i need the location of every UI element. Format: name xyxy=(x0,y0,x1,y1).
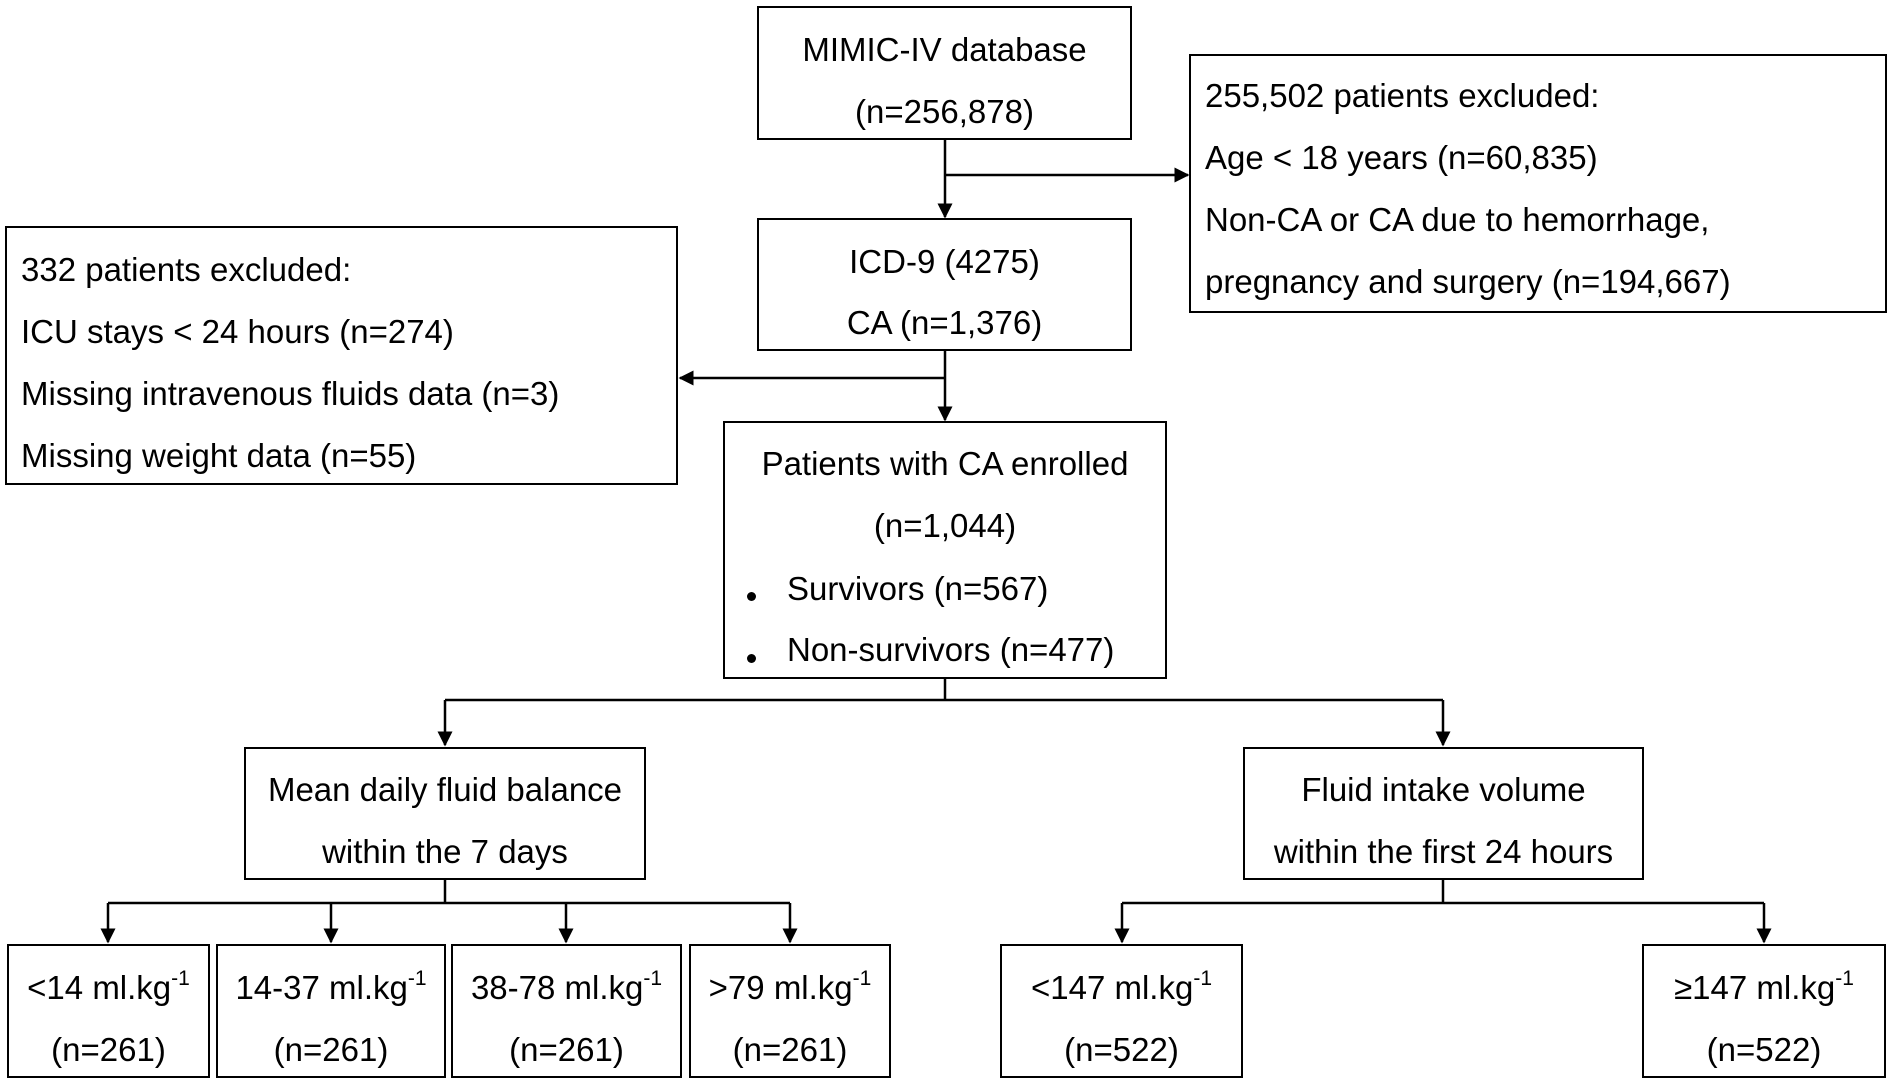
balance-group-count: (n=261) xyxy=(51,1031,166,1068)
exclusion2-box: 332 patients excluded: ICU stays < 24 ho… xyxy=(5,226,678,485)
enrolled-group: Non-survivors (n=477) xyxy=(787,631,1115,668)
balance-group-count: (n=261) xyxy=(732,1031,848,1068)
intake-group-range: <147 ml.kg-1 xyxy=(1030,967,1213,1006)
balance-group-count: (n=261) xyxy=(273,1031,389,1068)
source-count: (n=256,878) xyxy=(855,93,1034,130)
intake-line1: Fluid intake volume xyxy=(1301,771,1586,808)
exclusion1-box: 255,502 patients excluded: Age < 18 year… xyxy=(1189,54,1887,313)
intake-line2: within the first 24 hours xyxy=(1273,833,1614,870)
exclusion1-item: Age < 18 years (n=60,835) xyxy=(1205,139,1598,176)
intake-group-box: <147 ml.kg-1 (n=522) xyxy=(1000,944,1243,1078)
balance-line2: within the 7 days xyxy=(322,833,568,870)
source-title: MIMIC-IV database xyxy=(802,31,1087,68)
icd-code: ICD-9 (4275) xyxy=(849,243,1040,280)
source-box: MIMIC-IV database (n=256,878) xyxy=(757,6,1132,140)
balance-group-range: <14 ml.kg-1 xyxy=(27,967,190,1006)
balance-group-box: 14-37 ml.kg-1 (n=261) xyxy=(216,944,446,1078)
icd-count: CA (n=1,376) xyxy=(846,304,1043,341)
balance-group-box: <14 ml.kg-1 (n=261) xyxy=(7,944,210,1078)
enrolled-count: (n=1,044) xyxy=(873,507,1017,544)
enrolled-group: Survivors (n=567) xyxy=(787,570,1049,607)
intake-box: Fluid intake volume within the first 24 … xyxy=(1243,747,1644,880)
balance-group-range: >79 ml.kg-1 xyxy=(708,967,872,1006)
intake-group-box: ≥147 ml.kg-1 (n=522) xyxy=(1642,944,1886,1078)
balance-group-box: 38-78 ml.kg-1 (n=261) xyxy=(451,944,682,1078)
icd-box: ICD-9 (4275) CA (n=1,376) xyxy=(757,218,1132,351)
enrolled-box: Patients with CA enrolled (n=1,044) Surv… xyxy=(723,421,1167,679)
intake-group-range: ≥147 ml.kg-1 xyxy=(1674,967,1854,1006)
balance-line1: Mean daily fluid balance xyxy=(267,771,623,808)
exclusion2-item: Missing weight data (n=55) xyxy=(21,437,417,474)
exclusion1-item: pregnancy and surgery (n=194,667) xyxy=(1205,263,1731,300)
balance-box: Mean daily fluid balance within the 7 da… xyxy=(244,747,646,880)
balance-group-box: >79 ml.kg-1 (n=261) xyxy=(689,944,891,1078)
exclusion2-header: 332 patients excluded: xyxy=(21,251,352,288)
intake-group-count: (n=522) xyxy=(1064,1031,1179,1068)
exclusion1-item: Non-CA or CA due to hemorrhage, xyxy=(1205,201,1710,238)
enrolled-title: Patients with CA enrolled xyxy=(761,445,1129,482)
balance-group-count: (n=261) xyxy=(509,1031,624,1068)
exclusion1-header: 255,502 patients excluded: xyxy=(1205,77,1600,114)
exclusion2-item: ICU stays < 24 hours (n=274) xyxy=(21,313,454,350)
bullet-icon xyxy=(747,654,756,663)
balance-group-range: 14-37 ml.kg-1 xyxy=(235,967,427,1006)
bullet-icon xyxy=(747,592,756,601)
exclusion2-item: Missing intravenous fluids data (n=3) xyxy=(21,375,560,412)
intake-group-count: (n=522) xyxy=(1706,1031,1822,1068)
balance-group-range: 38-78 ml.kg-1 xyxy=(470,967,663,1006)
